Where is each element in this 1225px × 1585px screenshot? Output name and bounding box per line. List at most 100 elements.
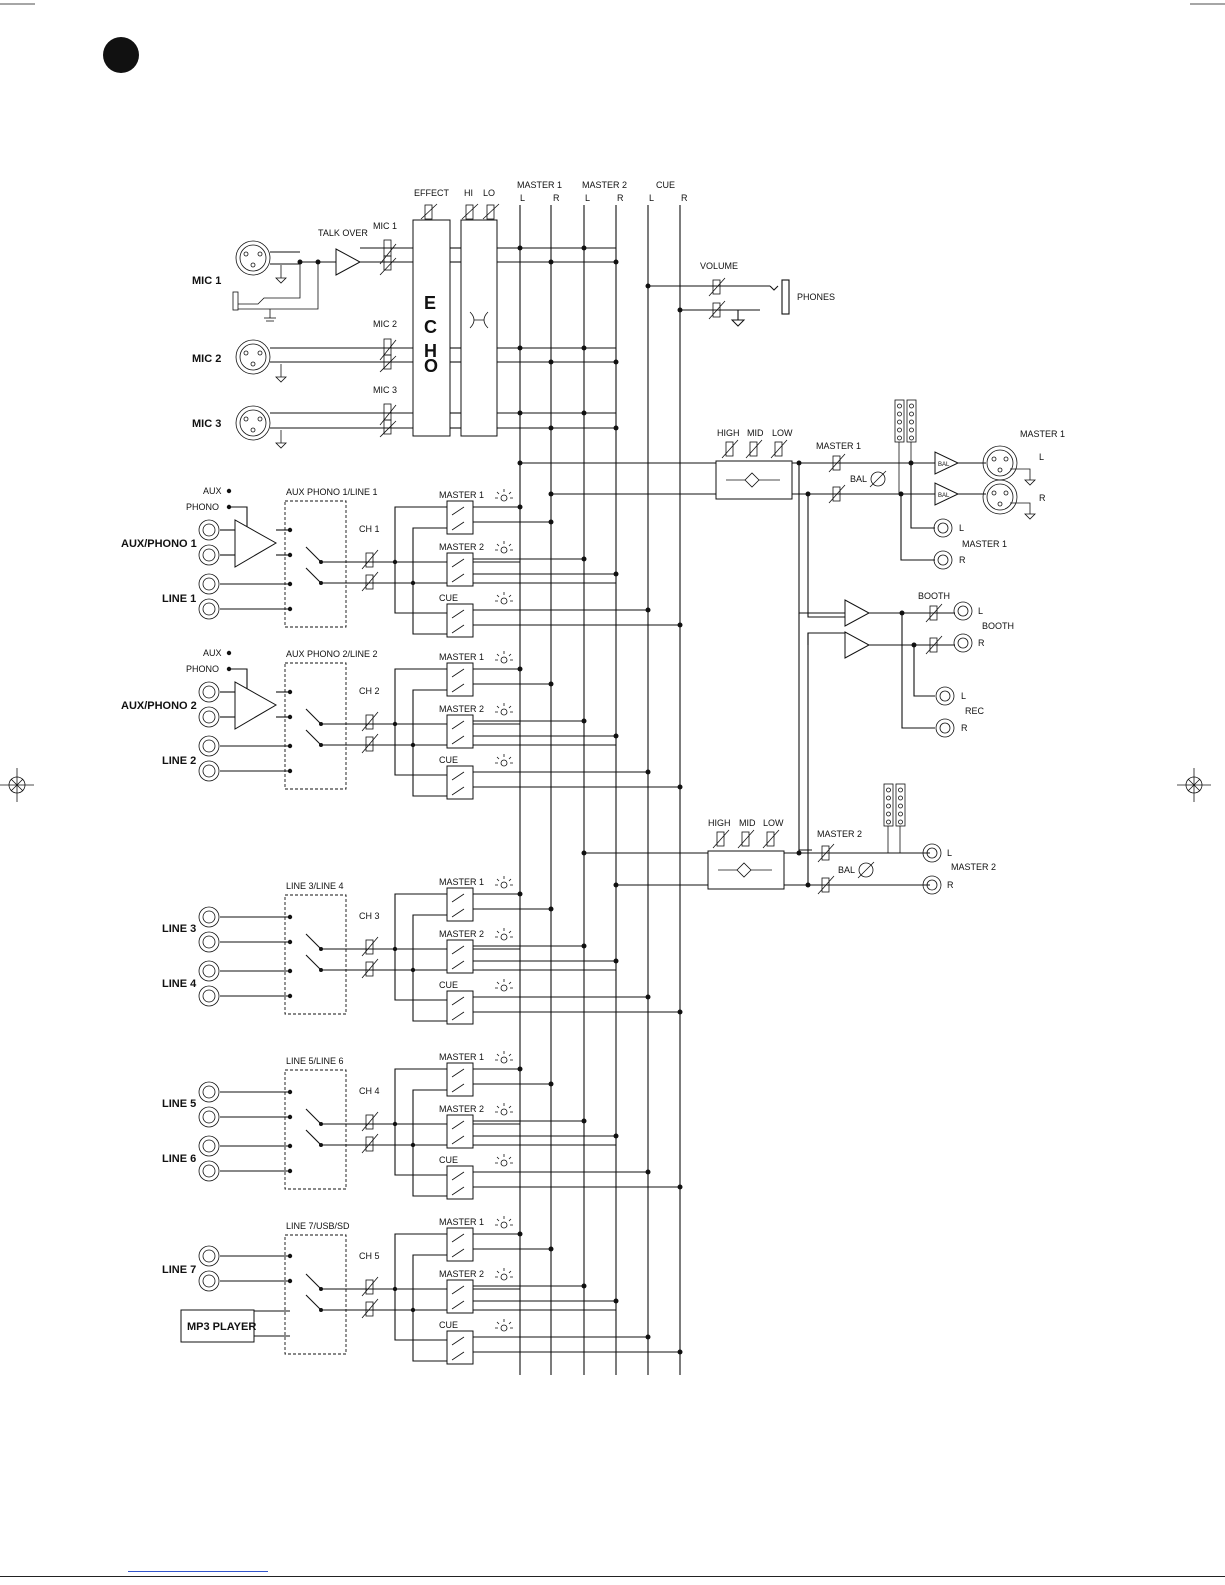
assign-m2-label: MASTER 2 xyxy=(439,929,484,939)
svg-text:L: L xyxy=(959,523,964,533)
lo-label: LO xyxy=(483,188,495,198)
assign-m1-label: MASTER 1 xyxy=(439,490,484,500)
cue-r-label: R xyxy=(681,193,688,203)
phones-section: VOLUME PHONES xyxy=(645,261,835,327)
footer-link-underline xyxy=(128,1571,268,1572)
m2-eq-mid: MID xyxy=(739,818,756,828)
m1-bal-driver-l xyxy=(934,451,960,475)
echo-letter-e: E xyxy=(424,293,436,313)
m2-level-label: MASTER 2 xyxy=(817,829,862,839)
mic-level-pots xyxy=(379,239,397,438)
svg-text:L: L xyxy=(961,691,966,701)
echo-block xyxy=(412,219,451,437)
m2-r-label: R xyxy=(617,193,624,203)
switch-label: AUX PHONO 2/LINE 2 xyxy=(286,649,378,659)
mic1-label: MIC 1 xyxy=(192,275,221,287)
master2-output-section: HIGH MID LOW MASTER 2 BAL xyxy=(581,783,996,895)
channel-label: CH 2 xyxy=(359,686,380,696)
phono-label: PHONO xyxy=(186,664,219,674)
channel-label: CH 3 xyxy=(359,911,380,921)
assign-lamp-icon xyxy=(500,984,508,992)
assign-lamp-icon xyxy=(500,597,508,605)
input-a-label: AUX/PHONO 2 xyxy=(121,700,197,712)
svg-text:R: R xyxy=(959,555,966,565)
mp3-player-box xyxy=(180,1309,255,1343)
assign-cue-switch xyxy=(446,765,474,800)
talk-over-amp xyxy=(335,248,362,276)
cue-bus-label: CUE xyxy=(656,180,675,190)
mic2-pot-label: MIC 2 xyxy=(373,319,397,329)
assign-m1-label: MASTER 1 xyxy=(439,652,484,662)
assign-m2-switch xyxy=(446,1114,474,1149)
assign-cue-switch xyxy=(446,1330,474,1365)
assign-lamp-icon xyxy=(500,881,508,889)
assign-lamp-icon xyxy=(500,656,508,664)
master2-bus-label: MASTER 2 xyxy=(582,180,627,190)
master1-output-section: HIGH MID LOW MASTER 1 BAL xyxy=(517,399,1065,618)
assign-m2-switch xyxy=(446,714,474,749)
phono-preamp xyxy=(234,519,278,568)
booth-level-label: BOOTH xyxy=(918,591,950,601)
echo-letter-o: O xyxy=(424,356,438,376)
assign-m1-switch xyxy=(446,662,474,697)
assign-m1-switch xyxy=(446,887,474,922)
m1-eq-mid: MID xyxy=(747,428,764,438)
mic1-pot-label: MIC 1 xyxy=(373,221,397,231)
master1-rca-outputs xyxy=(933,518,953,570)
switch-label: LINE 7/USB/SD xyxy=(286,1221,350,1231)
assign-m2-label: MASTER 2 xyxy=(439,542,484,552)
input-a-label: AUX/PHONO 1 xyxy=(121,538,197,550)
m1-l-label: L xyxy=(520,193,525,203)
booth-amp-l xyxy=(844,599,871,627)
svg-text:L: L xyxy=(1039,452,1044,462)
hi-label: HI xyxy=(464,188,473,198)
svg-text:BAL: BAL xyxy=(938,493,950,499)
m1-r-label: R xyxy=(553,193,560,203)
master2-rca-outputs xyxy=(922,843,942,895)
input-b-label: LINE 2 xyxy=(162,755,196,767)
booth-title: BOOTH xyxy=(982,621,1014,631)
page-bottom-rule xyxy=(0,1576,1225,1577)
assign-cue-label: CUE xyxy=(439,980,458,990)
mic2-label: MIC 2 xyxy=(192,353,221,365)
assign-cue-switch xyxy=(446,1165,474,1200)
cue-l-label: L xyxy=(649,193,654,203)
mic3-label: MIC 3 xyxy=(192,418,221,430)
channel-label: CH 5 xyxy=(359,1251,380,1261)
assign-m1-switch xyxy=(446,1062,474,1097)
m2-eq-low: LOW xyxy=(763,818,784,828)
assign-lamp-icon xyxy=(500,1108,508,1116)
assign-m1-switch xyxy=(446,1227,474,1262)
assign-lamp-icon xyxy=(500,494,508,502)
m1-eq-low: LOW xyxy=(772,428,793,438)
input-b-label: LINE 4 xyxy=(162,978,197,990)
mic3-pot-label: MIC 3 xyxy=(373,385,397,395)
assign-lamp-icon xyxy=(500,1324,508,1332)
input-b-label: LINE 1 xyxy=(162,593,196,605)
switch-label: LINE 3/LINE 4 xyxy=(286,881,344,891)
m1-rca-title: MASTER 1 xyxy=(962,539,1007,549)
m2-eq-high: HIGH xyxy=(708,818,731,828)
effect-label: EFFECT xyxy=(414,188,450,198)
mic1-jack-connector xyxy=(232,262,319,322)
assign-cue-switch xyxy=(446,603,474,638)
bus-headers: EFFECT HI LO MASTER 1 MASTER 2 CUE L R L… xyxy=(414,180,688,203)
assign-cue-label: CUE xyxy=(439,1320,458,1330)
assign-lamp-icon xyxy=(500,1221,508,1229)
talk-over-label: TALK OVER xyxy=(318,228,368,238)
assign-lamp-icon xyxy=(500,1273,508,1281)
svg-text:R: R xyxy=(1039,493,1046,503)
aux-label: AUX xyxy=(203,486,222,496)
m1-eq-high: HIGH xyxy=(717,428,740,438)
rec-rca-outputs xyxy=(935,686,955,738)
assign-m2-label: MASTER 2 xyxy=(439,704,484,714)
assign-m1-label: MASTER 1 xyxy=(439,1217,484,1227)
mp3-player-label: MP3 PLAYER xyxy=(187,1321,256,1333)
svg-text:R: R xyxy=(947,880,954,890)
assign-lamp-icon xyxy=(500,546,508,554)
mic2-xlr-connector xyxy=(235,339,271,375)
input-b-label: LINE 6 xyxy=(162,1153,196,1165)
